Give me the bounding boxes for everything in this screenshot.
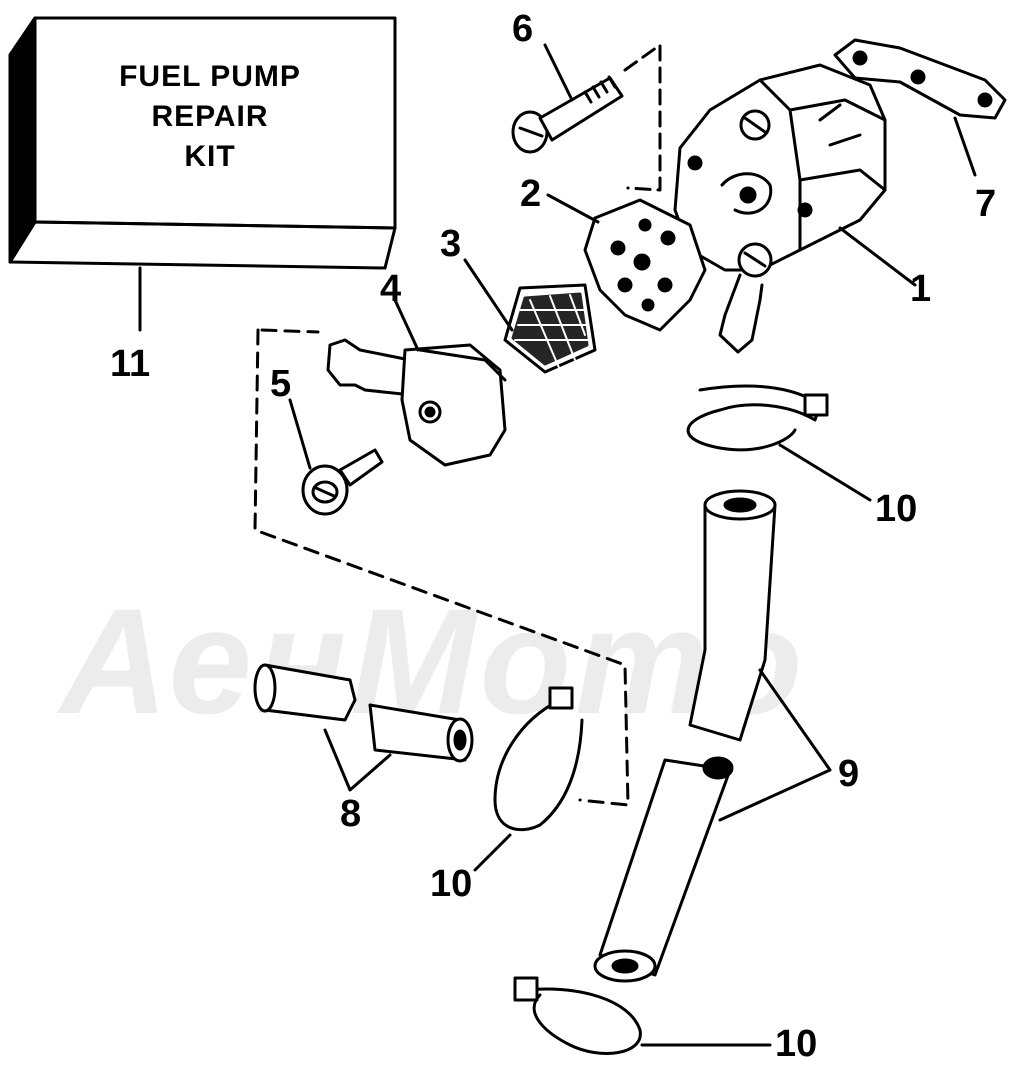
dashed-bracket — [253, 328, 630, 807]
callout-10-bottom: 10 — [775, 1023, 818, 1065]
leader-5 — [288, 398, 312, 470]
leader-6 — [543, 43, 574, 102]
kit-title-line3: KIT — [184, 140, 236, 173]
leader-9 — [718, 668, 832, 822]
callout-10-mid: 10 — [430, 863, 473, 905]
diaphragm-part-2 — [583, 198, 707, 332]
leader-1 — [838, 226, 917, 287]
screw-part-6 — [511, 75, 624, 154]
hose-part-8 — [253, 663, 474, 763]
clamp-part-10-top — [686, 384, 829, 452]
leader-4 — [393, 298, 420, 352]
callout-7: 7 — [975, 183, 997, 225]
leader-7 — [953, 116, 977, 177]
screw-part-5 — [301, 448, 384, 516]
kit-title-line2: REPAIR — [151, 100, 269, 133]
gasket-part-7 — [833, 38, 1007, 120]
callout-5: 5 — [270, 363, 292, 405]
callout-9: 9 — [838, 753, 860, 795]
callout-3: 3 — [440, 223, 462, 265]
clamp-part-10-bottom — [513, 976, 642, 1055]
leader-3 — [463, 258, 514, 332]
callout-2: 2 — [520, 173, 542, 215]
leader-8 — [323, 728, 392, 792]
dashed-6 — [623, 43, 662, 192]
hose-part-9 — [593, 489, 777, 983]
leader-2 — [546, 193, 600, 224]
callout-4: 4 — [380, 268, 402, 310]
kit-title-line1: FUEL PUMP — [119, 60, 301, 93]
leader-10a — [778, 443, 872, 502]
callout-1: 1 — [910, 268, 932, 310]
clamp-part-10-mid — [493, 686, 584, 832]
callout-8: 8 — [340, 793, 362, 835]
leader-10b — [473, 833, 512, 872]
repair-kit-box — [8, 16, 397, 270]
cover-part-4 — [326, 338, 507, 467]
callout-6: 6 — [512, 8, 534, 50]
callout-10-top: 10 — [875, 488, 918, 530]
fuel-pump-part-1 — [673, 63, 887, 354]
filter-screen-part-3 — [503, 283, 597, 374]
callout-11: 11 — [110, 343, 151, 385]
